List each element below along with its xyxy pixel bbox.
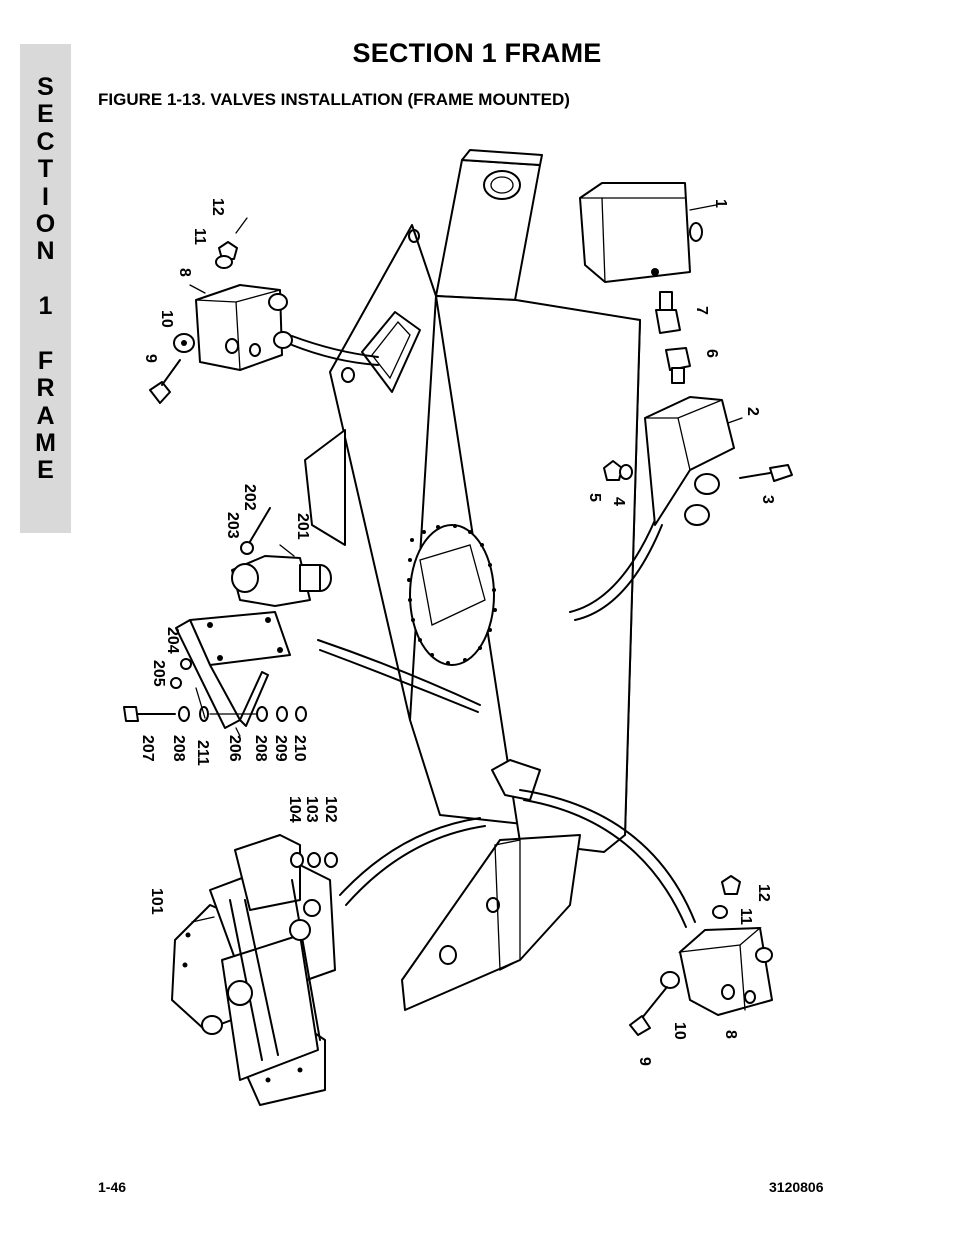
callout-3: 3 bbox=[759, 495, 776, 504]
callout-9-lower: 9 bbox=[636, 1057, 653, 1066]
callout-10-lower: 10 bbox=[671, 1022, 688, 1040]
bracket-206 bbox=[170, 611, 291, 729]
callout-9-upper: 9 bbox=[142, 354, 159, 363]
cover-1 bbox=[579, 182, 703, 283]
fitting-6 bbox=[665, 347, 691, 384]
callout-11-upper: 11 bbox=[191, 228, 208, 245]
fitting-7 bbox=[655, 291, 681, 334]
callout-8-lower: 8 bbox=[722, 1030, 739, 1039]
side-tab-letter: S bbox=[37, 73, 54, 101]
callout-206: 206 bbox=[226, 735, 243, 762]
side-tab-letter: 1 bbox=[38, 292, 53, 321]
callout-201: 201 bbox=[294, 513, 311, 540]
callout-211: 211 bbox=[194, 740, 211, 766]
callout-205: 205 bbox=[150, 660, 167, 687]
callout-210: 210 bbox=[291, 735, 308, 762]
valve-8-upper bbox=[149, 217, 293, 404]
callout-2: 2 bbox=[744, 407, 761, 416]
valve-201 bbox=[231, 507, 332, 607]
document-number: 3120806 bbox=[769, 1179, 824, 1195]
callout-204: 204 bbox=[164, 627, 181, 654]
callout-8-upper: 8 bbox=[176, 268, 193, 277]
hydraulic-hoses bbox=[291, 335, 696, 928]
side-tab-letter: N bbox=[36, 237, 55, 266]
callout-203: 203 bbox=[224, 512, 241, 539]
callout-12-lower: 12 bbox=[755, 884, 772, 902]
side-tab-letter: M bbox=[35, 429, 56, 458]
side-tab-letter: I bbox=[42, 182, 49, 211]
callout-12-upper: 12 bbox=[209, 198, 226, 216]
side-tab-letter: F bbox=[37, 346, 54, 375]
valve-2 bbox=[603, 396, 793, 526]
callout-labels: 1 7 6 2 5 4 3 12 11 8 10 9 202 203 201 2… bbox=[139, 198, 776, 1066]
page-number: 1-46 bbox=[98, 1179, 127, 1195]
side-tab-letter: E bbox=[37, 456, 54, 485]
callout-1: 1 bbox=[712, 199, 729, 208]
frame-beam bbox=[304, 149, 641, 1011]
side-tab-letter: O bbox=[35, 209, 56, 238]
callout-209: 209 bbox=[272, 735, 289, 762]
side-tab-letter: A bbox=[36, 401, 55, 430]
section-side-tab: S E C T I O N 1 F R A M E bbox=[20, 44, 71, 533]
bolt-circle bbox=[407, 524, 497, 665]
callout-11-lower: 11 bbox=[737, 908, 754, 925]
callout-7: 7 bbox=[693, 306, 710, 315]
callout-4: 4 bbox=[610, 497, 627, 506]
callout-101: 101 bbox=[148, 888, 165, 915]
callout-102: 102 bbox=[322, 796, 339, 823]
valve-8-lower bbox=[629, 875, 773, 1036]
leader-lines bbox=[189, 204, 743, 923]
side-tab-letter: E bbox=[37, 100, 54, 129]
figure-title: FIGURE 1-13. VALVES INSTALLATION (FRAME … bbox=[98, 90, 570, 109]
callout-104: 104 bbox=[286, 796, 303, 823]
side-tab-letter: C bbox=[36, 127, 55, 156]
valve-assembly-101 bbox=[171, 834, 338, 1106]
callout-207: 207 bbox=[139, 735, 156, 762]
callout-103: 103 bbox=[303, 796, 320, 823]
callout-6: 6 bbox=[703, 349, 720, 358]
section-title: SECTION 1 FRAME bbox=[352, 38, 602, 68]
side-tab-letter: T bbox=[37, 155, 54, 184]
callout-208-left: 208 bbox=[170, 735, 187, 762]
callout-208-right: 208 bbox=[252, 735, 269, 762]
callout-10-upper: 10 bbox=[158, 310, 175, 328]
side-tab-letter: R bbox=[36, 374, 55, 403]
callout-5: 5 bbox=[586, 493, 603, 502]
hardware-stack-207-210 bbox=[123, 706, 307, 722]
callout-202: 202 bbox=[241, 484, 258, 511]
